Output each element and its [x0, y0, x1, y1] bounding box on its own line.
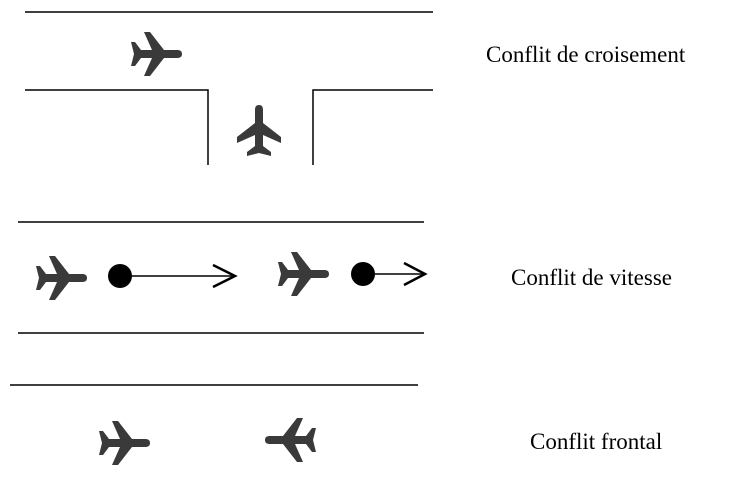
crossing-conflict-label: Conflit de croisement: [486, 42, 686, 67]
airplane-icon: [36, 256, 87, 300]
frontal-conflict-scene: [10, 384, 418, 465]
airplane-icon: [237, 105, 281, 156]
airplane-icon: [131, 32, 182, 76]
crossing-conflict-scene: [25, 11, 433, 165]
speed-conflict-label: Conflit de vitesse: [511, 265, 672, 290]
crossing-left-corner: [25, 89, 209, 165]
crossing-right-corner: [312, 89, 433, 165]
airplane-icon: [278, 252, 329, 296]
filled-circle-icon: [351, 262, 375, 286]
filled-circle-icon: [108, 264, 132, 288]
frontal-conflict-label: Conflit frontal: [530, 429, 663, 454]
airplane-icon: [99, 421, 150, 465]
arrow-right-icon: [403, 261, 428, 287]
airplane-icon: [265, 418, 316, 462]
speed-conflict-scene: [18, 221, 428, 334]
arrow-right-icon: [212, 263, 238, 289]
